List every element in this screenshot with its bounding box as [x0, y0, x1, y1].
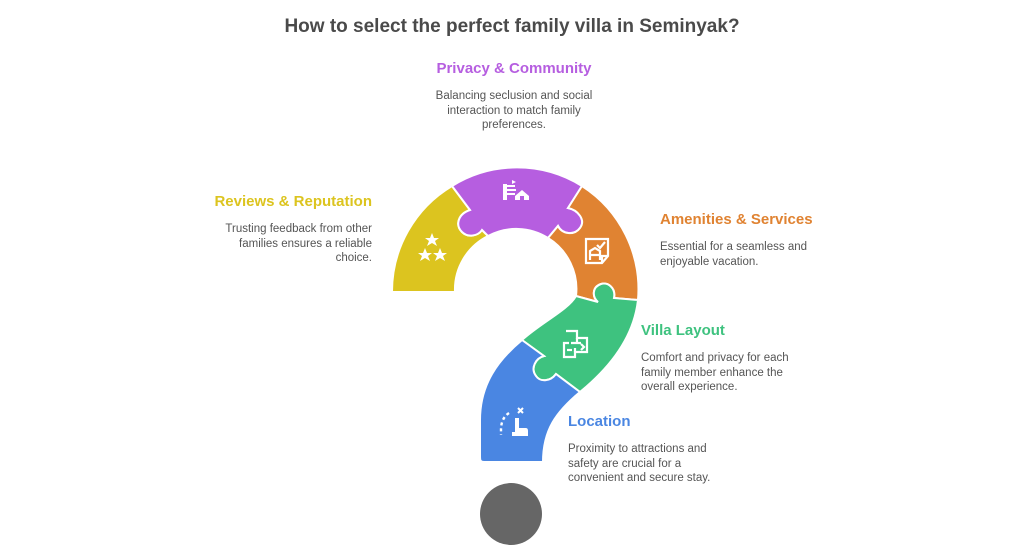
- description-line: family member enhance the: [641, 366, 783, 379]
- description-line: choice.: [335, 252, 372, 264]
- step-description: Proximity to attractions and safety are …: [568, 442, 768, 486]
- location-pointer-icon: [499, 407, 528, 436]
- floor-plan-icon: [562, 329, 589, 359]
- location-piece: [479, 338, 582, 463]
- description-line: safety are crucial for a: [568, 457, 682, 470]
- privacy-piece: [450, 166, 584, 240]
- step-title: Reviews & Reputation: [214, 193, 372, 210]
- step-title: Villa Layout: [641, 322, 725, 339]
- step-description: Trusting feedback from other families en…: [190, 222, 372, 266]
- step-title: Privacy & Community: [436, 60, 592, 77]
- step-description: Comfort and privacy for each family memb…: [641, 351, 841, 395]
- step-location: Location Proximity to attractions and sa…: [568, 413, 768, 486]
- description-line: Proximity to attractions and: [568, 443, 707, 455]
- description-line: preferences.: [482, 119, 546, 131]
- step-amenities: Amenities & Services Essential for a sea…: [660, 211, 860, 269]
- description-line: Comfort and privacy for each: [641, 352, 789, 364]
- step-title: Amenities & Services: [660, 211, 813, 228]
- step-description: Essential for a seamless and enjoyable v…: [660, 240, 860, 269]
- checklist-icon: [584, 237, 610, 265]
- step-privacy: Privacy & Community Balancing seclusion …: [414, 60, 614, 133]
- description-line: Essential for a seamless and: [660, 241, 808, 253]
- step-title: Location: [568, 413, 631, 430]
- description-line: Trusting feedback from other: [225, 223, 372, 235]
- privacy-community-icon: [503, 180, 529, 200]
- description-line: Balancing seclusion and social: [435, 90, 593, 102]
- description-line: overall experience.: [641, 381, 738, 393]
- description-line: interaction to match family: [447, 104, 581, 117]
- description-line: enjoyable vacation.: [660, 255, 759, 268]
- step-description: Balancing seclusion and social interacti…: [414, 89, 614, 133]
- question-dot: [480, 483, 542, 545]
- step-reviews: Reviews & Reputation Trusting feedback f…: [190, 193, 372, 266]
- description-line: convenient and secure stay.: [568, 472, 711, 484]
- three-stars-icon: [418, 233, 447, 261]
- step-layout: Villa Layout Comfort and privacy for eac…: [641, 322, 841, 395]
- diagram-title: How to select the perfect family villa i…: [284, 16, 740, 37]
- description-line: families ensures a reliable: [239, 237, 372, 250]
